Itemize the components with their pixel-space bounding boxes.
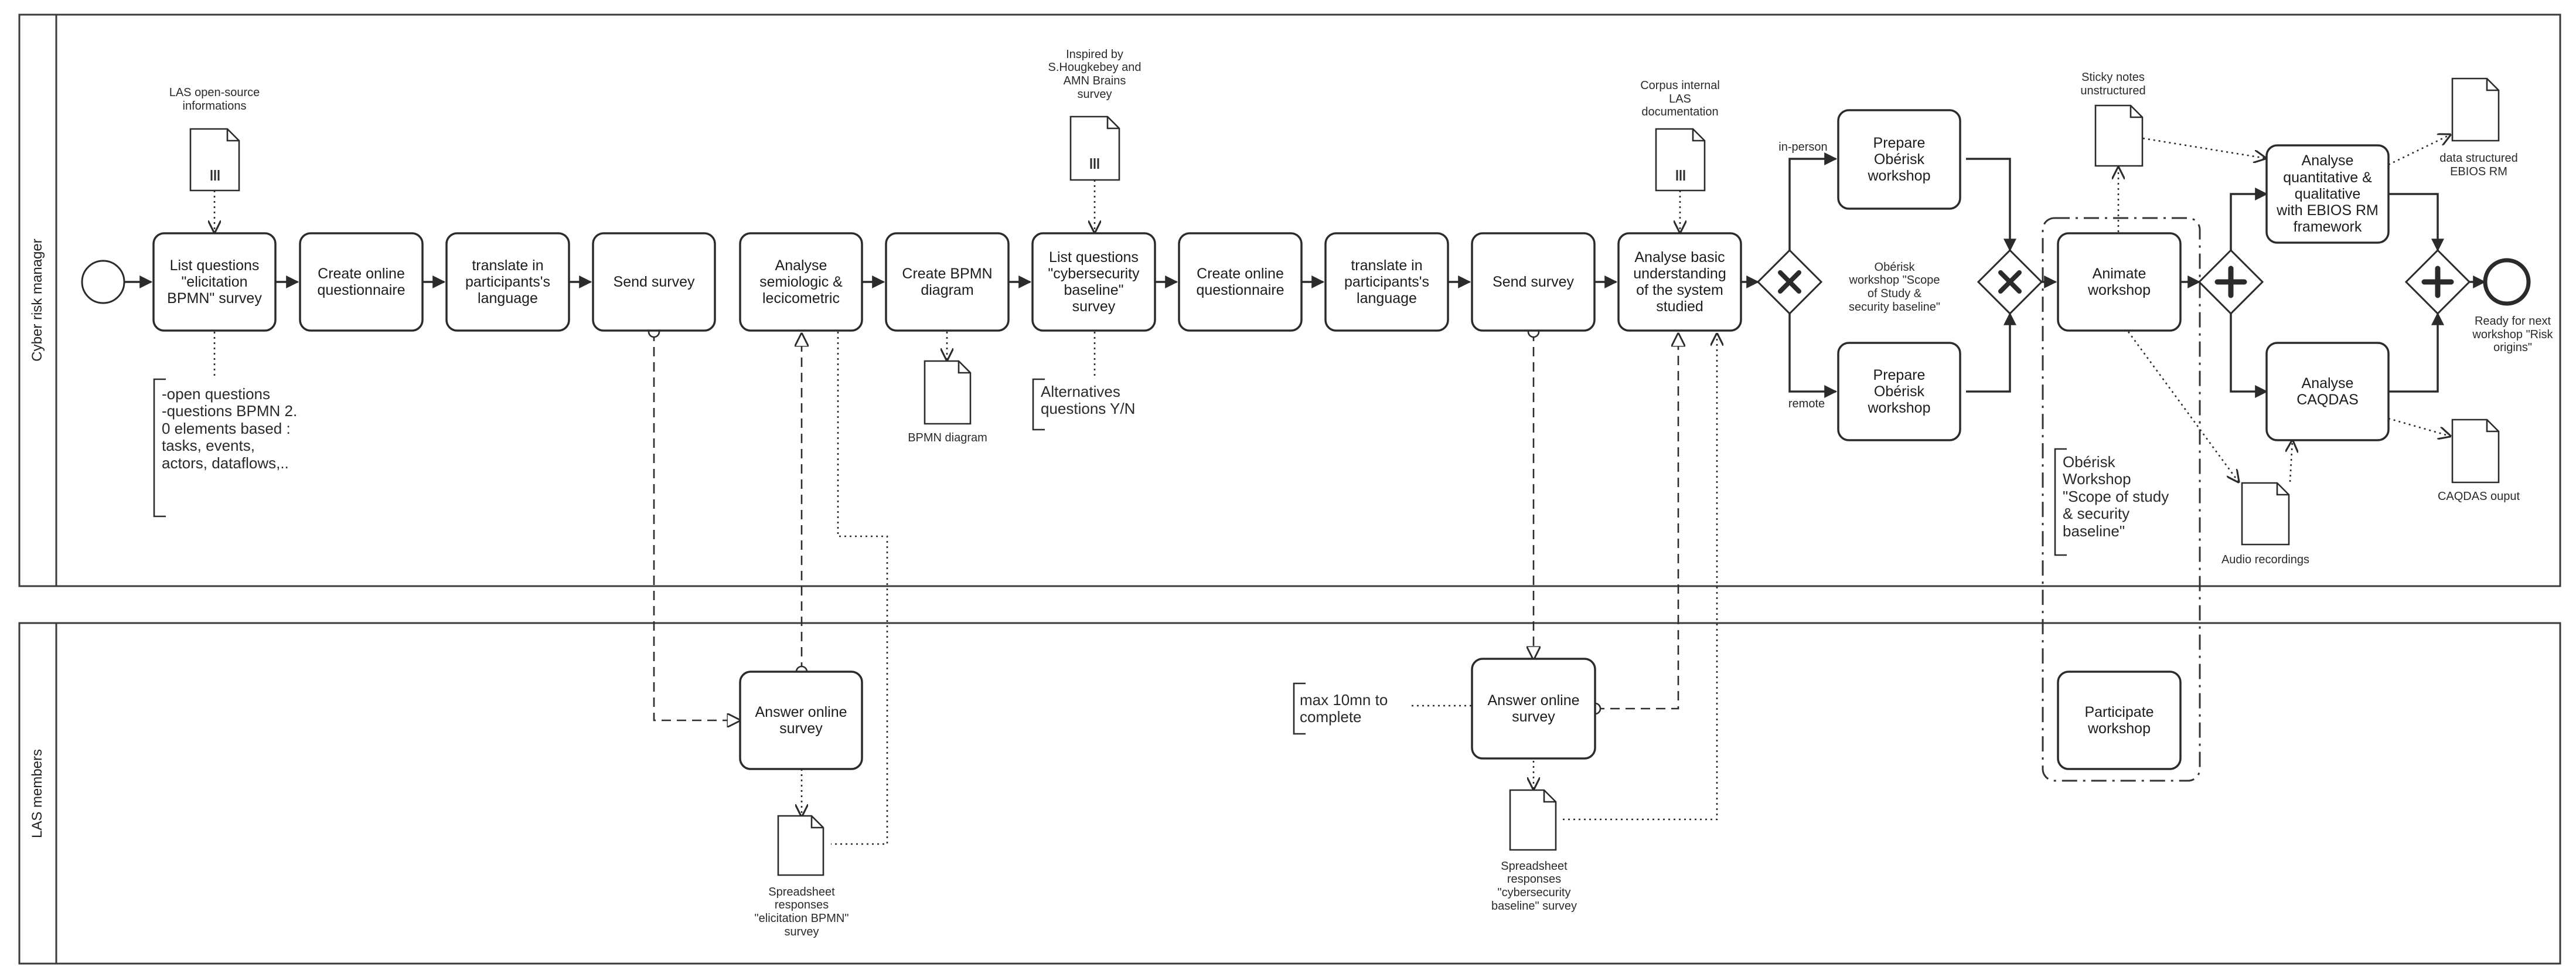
task-label: Analyse quantitative & qualitative with … bbox=[2277, 152, 2379, 236]
task-create-online-questionnaire bbox=[299, 232, 424, 332]
annotation-alternatives: Alternatives questions Y/N bbox=[1041, 383, 1136, 418]
doc-las-opensource bbox=[189, 128, 240, 192]
lane-label-cyber-risk-manager: Cyber risk manager bbox=[29, 239, 45, 362]
task-label: Analyse basic understanding of the syste… bbox=[1633, 249, 1726, 315]
end-event bbox=[2483, 258, 2531, 306]
parallel-gateway-join bbox=[2404, 249, 2471, 315]
doc-spreadsheet-cybersecurity bbox=[1509, 789, 1557, 851]
task-analyse-basic-understanding bbox=[1617, 232, 1742, 332]
exclusive-gateway-merge bbox=[1977, 249, 2043, 315]
doc-data-structured bbox=[2451, 77, 2500, 142]
label-workshop-scope: Obérisk workshop "Scope of Study & secur… bbox=[1848, 260, 1941, 314]
task-send-survey-2 bbox=[1471, 232, 1596, 332]
doc-caqdas-output bbox=[2451, 418, 2500, 484]
label-end-event: Ready for next workshop "Risk origins" bbox=[2472, 315, 2553, 355]
task-label: translate in participants's language bbox=[1344, 257, 1430, 307]
annotation-open-questions: -open questions -questions BPMN 2. 0 ele… bbox=[162, 385, 298, 472]
task-label: Analyse CAQDAS bbox=[2296, 375, 2359, 408]
task-label: Create online questionnaire bbox=[1196, 265, 1284, 298]
start-event bbox=[81, 260, 125, 304]
task-create-online-questionnaire-2 bbox=[1178, 232, 1303, 332]
annotation-oberisk-workshop: Obérisk Workshop "Scope of study & secur… bbox=[2063, 453, 2169, 540]
task-prepare-workshop-remote bbox=[1837, 342, 1961, 441]
task-list-questions-cybersecurity bbox=[1031, 232, 1156, 332]
doc-spreadsheet-elicitation bbox=[777, 815, 824, 876]
task-label: Animate workshop bbox=[2088, 265, 2151, 298]
data-label: Corpus internal LAS documentation bbox=[1640, 79, 1720, 119]
task-send-survey bbox=[592, 232, 716, 332]
task-list-questions-elicitation bbox=[152, 232, 277, 332]
data-label: Spreadsheet responses "cybersecurity bas… bbox=[1491, 859, 1577, 913]
data-label: CAQDAS ouput bbox=[2437, 489, 2520, 503]
task-create-bpmn-diagram bbox=[885, 232, 1010, 332]
task-label: Participate workshop bbox=[2084, 703, 2154, 737]
data-label: LAS open-source informations bbox=[169, 86, 260, 113]
task-label: Analyse semiologic & lecicometric bbox=[759, 257, 843, 307]
doc-bpmn-diagram bbox=[924, 360, 972, 425]
data-label: Inspired by S.Hougkebey and AMN Brains s… bbox=[1048, 47, 1142, 101]
parallel-gateway-split bbox=[2197, 249, 2264, 315]
label-remote: remote bbox=[1788, 397, 1825, 410]
task-label: Prepare Obérisk workshop bbox=[1868, 134, 1931, 185]
doc-inspired-survey bbox=[1069, 115, 1120, 181]
task-label: Answer online survey bbox=[1487, 692, 1580, 725]
documents bbox=[189, 77, 2500, 876]
lane-label-las-members: LAS members bbox=[29, 748, 45, 839]
message-flows bbox=[653, 332, 1678, 720]
data-label: Audio recordings bbox=[2221, 553, 2310, 566]
annotation-brackets bbox=[153, 378, 2067, 735]
data-label: data structured EBIOS RM bbox=[2439, 152, 2518, 178]
task-label: translate in participants's language bbox=[465, 257, 551, 307]
data-label: BPMN diagram bbox=[908, 431, 987, 444]
exclusive-gateway-split bbox=[1756, 249, 1823, 315]
task-answer-survey-2 bbox=[1471, 658, 1596, 760]
task-translate-language bbox=[445, 232, 570, 332]
doc-audio-recordings bbox=[2241, 482, 2290, 546]
task-label: Create online questionnaire bbox=[317, 265, 406, 298]
task-prepare-workshop-in-person bbox=[1837, 109, 1961, 210]
task-participate-workshop bbox=[2057, 671, 2182, 770]
data-label: Sticky notes unstructured bbox=[2080, 71, 2146, 97]
associations bbox=[214, 135, 2450, 845]
task-analyse-caqdas bbox=[2265, 342, 2390, 441]
task-label: List questions "cybersecurity baseline" … bbox=[1048, 249, 1140, 315]
workshop-group bbox=[2042, 217, 2201, 782]
task-label: Send survey bbox=[613, 273, 695, 290]
task-label: Prepare Obérisk workshop bbox=[1868, 366, 1931, 417]
task-answer-survey-1 bbox=[739, 671, 863, 770]
doc-corpus-internal bbox=[1655, 128, 1706, 192]
task-analyse-ebios bbox=[2265, 144, 2390, 244]
sequence-flows bbox=[124, 152, 2486, 398]
annotation-max-10mn: max 10mn to complete bbox=[1300, 691, 1388, 726]
task-translate-language-2 bbox=[1324, 232, 1449, 332]
data-label: Spreadsheet responses "elicitation BPMN"… bbox=[754, 885, 849, 938]
doc-sticky-notes bbox=[2094, 104, 2144, 167]
task-label: List questions "elicitation BPMN" survey bbox=[167, 257, 262, 307]
tasks bbox=[152, 109, 2390, 770]
task-label: Answer online survey bbox=[755, 703, 847, 737]
task-label: Send survey bbox=[1493, 273, 1574, 290]
label-in-person: in-person bbox=[1778, 140, 1828, 154]
task-label: Create BPMN diagram bbox=[902, 265, 993, 298]
task-analyse-semiologic bbox=[739, 232, 863, 332]
task-animate-workshop bbox=[2057, 232, 2182, 332]
